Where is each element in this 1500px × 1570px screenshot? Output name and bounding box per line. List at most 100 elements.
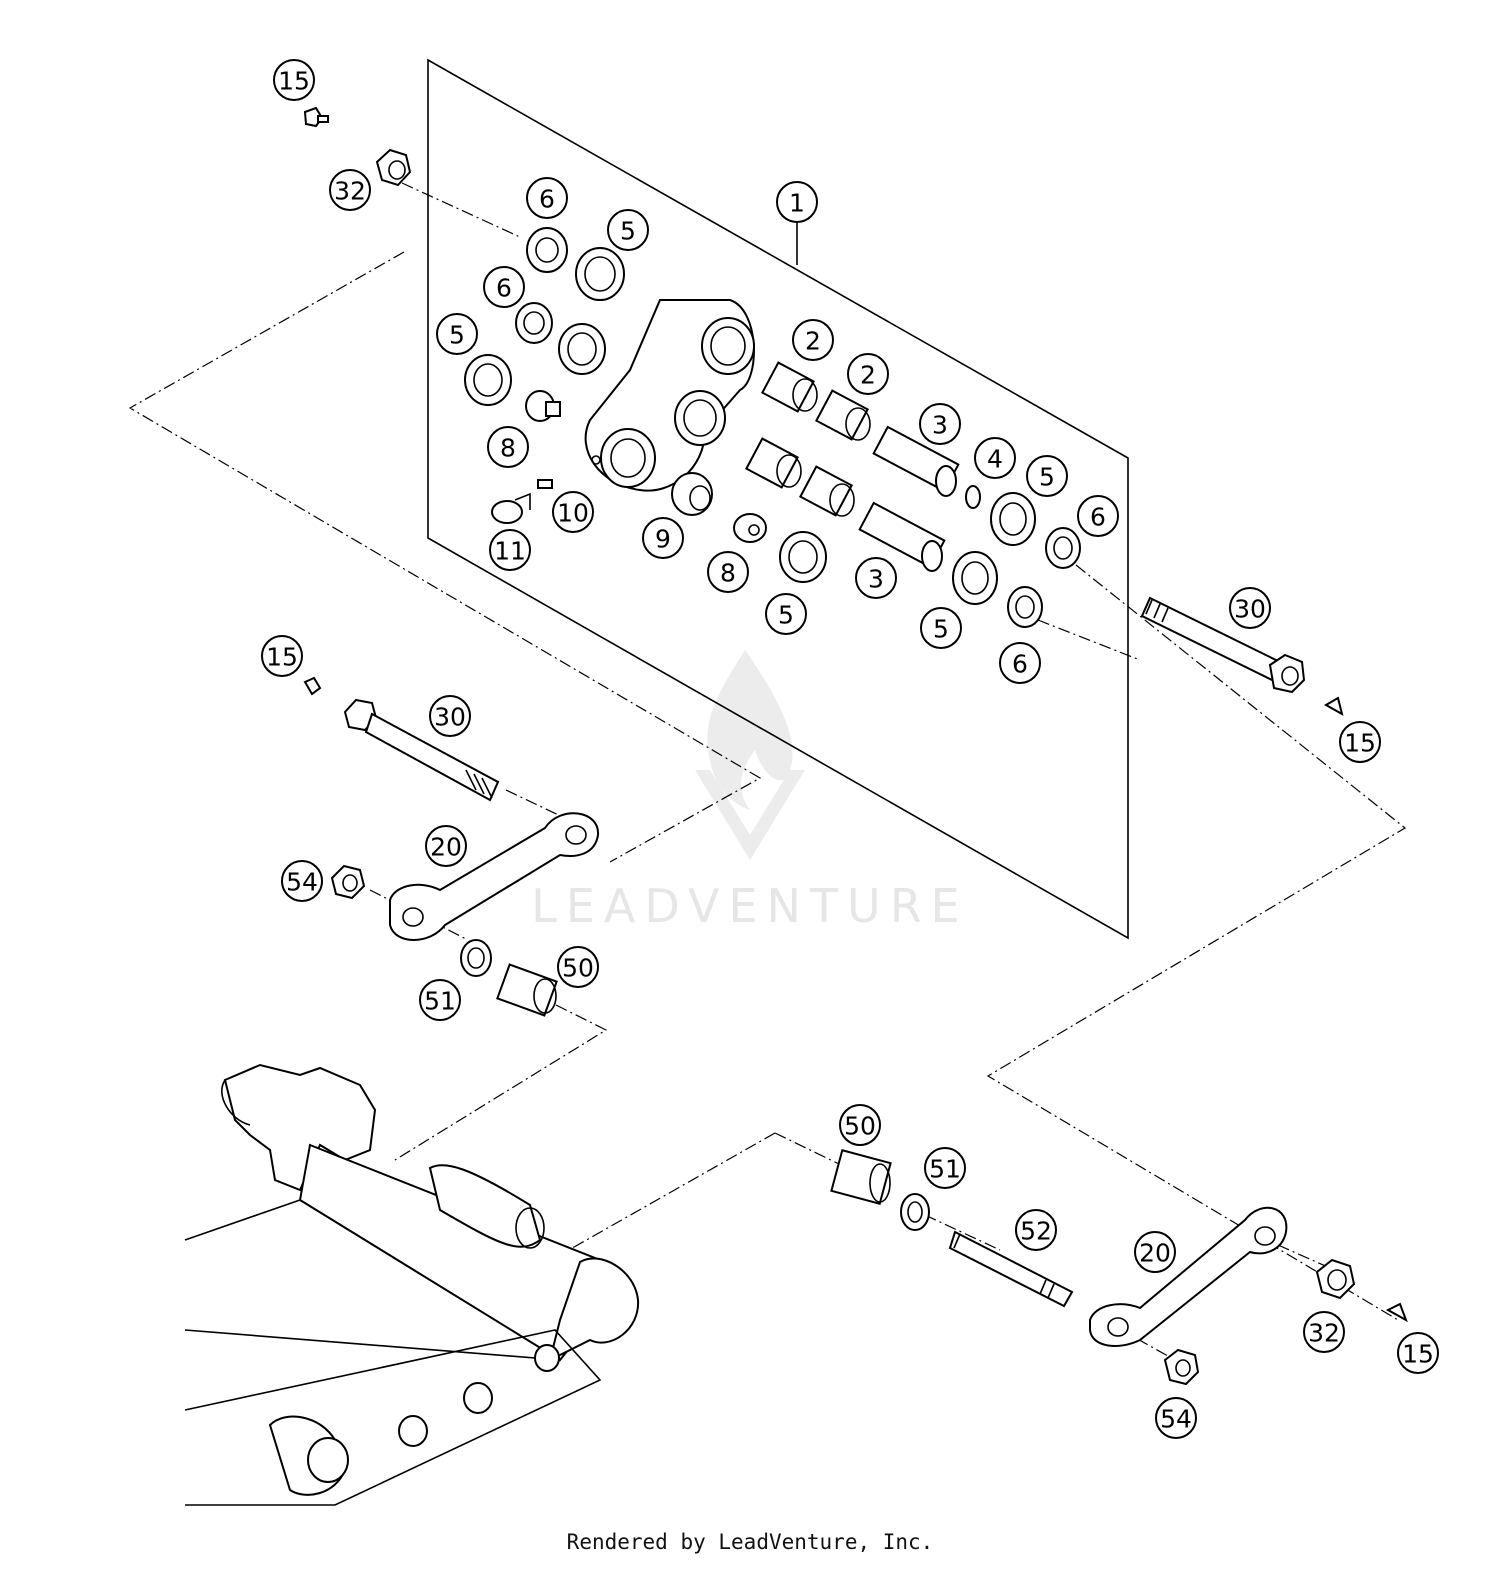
pivot-pin [948, 1230, 1074, 1308]
callout-circle [489, 529, 531, 571]
callout-9: 9 [642, 517, 684, 559]
callout-label: 32 [1308, 1319, 1340, 1348]
callout-label: 2 [860, 361, 876, 390]
sleeve [858, 501, 946, 572]
callout-circle [1077, 495, 1119, 537]
callout-circle [919, 403, 961, 445]
lower-small-parts [460, 939, 1074, 1308]
linkage-small-parts [464, 227, 1081, 628]
pivot-bolt [343, 698, 500, 802]
callout-circle [792, 319, 834, 361]
callout-label: 5 [933, 615, 949, 644]
dust-seal [526, 227, 568, 273]
callout-2: 2 [847, 353, 889, 395]
callout-label: 32 [334, 177, 366, 206]
callout-circle [847, 353, 889, 395]
seal-ring [558, 323, 606, 375]
callout-label: 11 [494, 537, 526, 566]
pull-rod-upper [389, 812, 600, 941]
callout-circle [1134, 1231, 1176, 1273]
callout-circle [429, 695, 471, 737]
callout-8: 8 [707, 551, 749, 593]
callout-circle [483, 266, 525, 308]
callout-label: 50 [562, 954, 594, 983]
sleeve [872, 425, 960, 497]
cap [491, 492, 531, 524]
callout-circle [419, 979, 461, 1021]
callout-circle [329, 169, 371, 211]
callout-circle [839, 1104, 881, 1146]
callout-circle [607, 209, 649, 251]
pivot-bolt [1140, 596, 1306, 694]
callout-label: 1 [789, 189, 805, 218]
needle-bearing [815, 389, 871, 441]
needle-bearing [496, 963, 558, 1017]
rocker-link [584, 299, 755, 492]
callout-circle [526, 177, 568, 219]
callout-label: 5 [449, 321, 465, 350]
grease-nipple [303, 106, 329, 128]
seal-ring [464, 354, 512, 406]
spherical-bearing [671, 472, 713, 516]
callout-8: 8 [487, 426, 529, 468]
callout-6: 6 [999, 642, 1041, 684]
linkage-assembly-panel [427, 58, 1129, 940]
callout-circle [924, 1147, 966, 1189]
callout-15: 15 [273, 59, 315, 101]
callout-label: 50 [844, 1112, 876, 1141]
needle-bearing [745, 437, 802, 489]
callout-2: 2 [792, 319, 834, 361]
callout-label: 52 [1020, 1217, 1052, 1246]
callout-label: 30 [434, 703, 466, 732]
callout-label: 15 [266, 643, 298, 672]
callout-circle [273, 59, 315, 101]
callout-30: 30 [1229, 587, 1271, 629]
watermark-v-icon [695, 770, 805, 860]
callout-circle [425, 825, 467, 867]
callout-circle [557, 946, 599, 988]
fasteners [303, 106, 1408, 1386]
callout-5: 5 [920, 607, 962, 649]
collar-nut [1315, 1258, 1356, 1300]
callout-label: 6 [1012, 650, 1028, 679]
callout-label: 6 [1090, 503, 1106, 532]
callout-6: 6 [526, 177, 568, 219]
callout-label: 51 [929, 1155, 961, 1184]
footer-credit: Rendered by LeadVenture, Inc. [566, 1530, 934, 1554]
callout-5: 5 [765, 593, 807, 635]
callout-5: 5 [607, 209, 649, 251]
dust-seal [1007, 586, 1043, 628]
callout-4: 4 [974, 437, 1016, 479]
callout-15: 15 [261, 635, 303, 677]
callout-circle [552, 491, 594, 533]
callout-label: 20 [1139, 1239, 1171, 1268]
collar-nut [330, 864, 366, 900]
callout-label: 3 [868, 565, 884, 594]
pull-rod-lower [1089, 1206, 1288, 1347]
callout-circle [776, 181, 818, 223]
callout-label: 15 [1344, 729, 1376, 758]
callout-3: 3 [919, 403, 961, 445]
callout-label: 8 [500, 434, 516, 463]
grease-nipple [303, 676, 322, 696]
callout-circle [855, 557, 897, 599]
callout-label: 6 [496, 274, 512, 303]
callout-circle [1397, 1332, 1439, 1374]
callout-51: 51 [419, 979, 461, 1021]
callout-circle [707, 551, 749, 593]
callout-label: 4 [987, 445, 1003, 474]
needle-bearing [799, 465, 855, 517]
callout-1: 1 [776, 181, 818, 223]
grease-nipple [1323, 696, 1344, 717]
callout-51: 51 [924, 1147, 966, 1189]
callout-label: 6 [539, 185, 555, 214]
o-ring [965, 485, 981, 509]
seal-ring [952, 551, 998, 605]
callout-20: 20 [1134, 1231, 1176, 1273]
needle-bearing [761, 361, 818, 413]
callout-label: 30 [1234, 595, 1266, 624]
callout-label: 2 [805, 327, 821, 356]
callout-circle [920, 607, 962, 649]
